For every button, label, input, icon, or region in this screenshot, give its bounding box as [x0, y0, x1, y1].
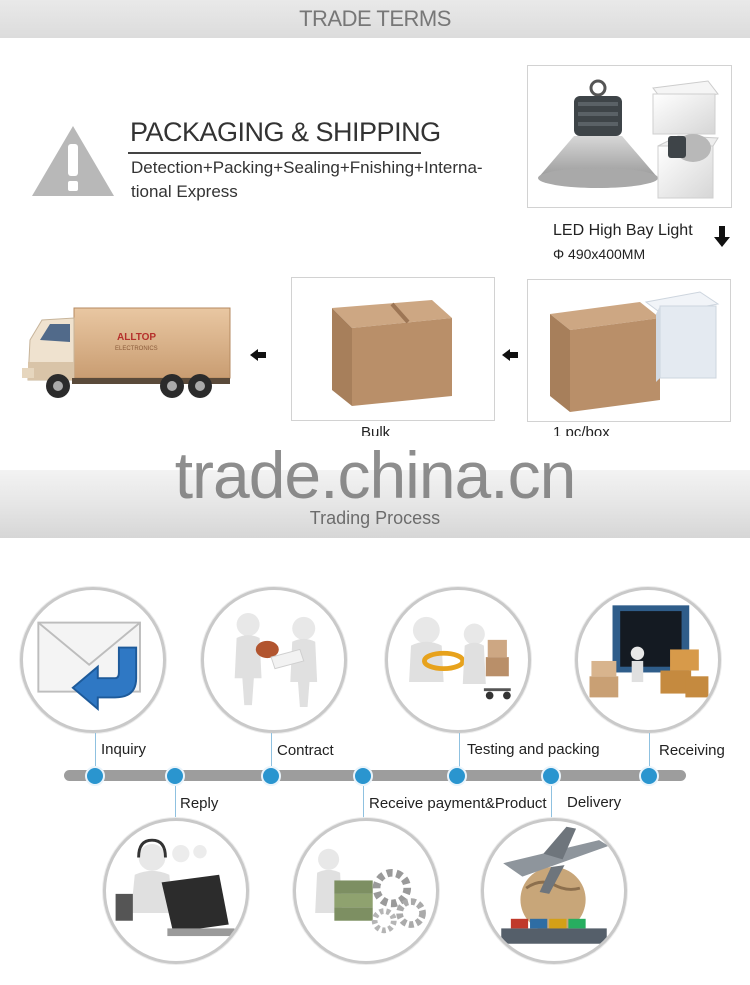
packaging-description: Detection+Packing+Sealing+Fnishing+Inter… — [131, 158, 483, 201]
contract-circle — [201, 587, 347, 733]
single-box-label: 1 pc/box — [553, 424, 610, 436]
testing-packing-circle — [385, 587, 531, 733]
packaging-title: PACKAGING & SHIPPING — [130, 117, 441, 147]
stem-contract — [271, 733, 272, 769]
truck-brand-subtext: ELECTRONICS — [115, 346, 158, 352]
led-light-photo — [527, 65, 732, 208]
step-label-inquiry: Inquiry — [101, 741, 147, 758]
step-label-receive-payment: Receive payment&Product — [369, 795, 547, 812]
arrow-left-icon — [502, 349, 518, 361]
contract-handover-icon — [234, 613, 318, 707]
step-label-receiving: Receiving — [659, 742, 725, 759]
inquiry-circle — [20, 587, 166, 733]
reply-circle — [103, 818, 249, 964]
step-label-contract: Contract — [277, 742, 334, 759]
timeline-node-receiving — [639, 766, 659, 786]
process-timeline — [64, 770, 686, 781]
stem-receive-payment — [363, 782, 364, 820]
call-center-icon — [115, 838, 235, 937]
warning-icon — [32, 126, 114, 196]
stem-testing — [459, 733, 460, 769]
watermark: trade.china.cn — [174, 438, 577, 512]
stem-delivery — [551, 782, 552, 820]
product-size: Φ 490x400MM — [553, 246, 646, 262]
container-warehouse-icon — [589, 605, 709, 698]
stem-receiving — [649, 733, 650, 769]
timeline-node-reply — [165, 766, 185, 786]
timeline-node-inquiry — [85, 766, 105, 786]
airplane-globe-icon — [501, 826, 609, 944]
product-name: LED High Bay Light — [553, 222, 693, 239]
step-label-reply: Reply — [180, 795, 219, 812]
stem-reply — [175, 782, 176, 820]
step-label-testing: Testing and packing — [467, 741, 600, 758]
timeline-node-delivery — [541, 766, 561, 786]
delivery-truck-illustration: ALLTOP ELECTRONICS — [22, 307, 231, 398]
timeline-node-receive-payment — [353, 766, 373, 786]
led-light-illustration — [538, 79, 719, 199]
arrow-down-icon — [714, 226, 730, 247]
delivery-circle — [481, 818, 627, 964]
arrow-left-icon — [250, 349, 266, 361]
trading-process-title: Trading Process — [309, 508, 441, 528]
step-label-delivery: Delivery — [567, 794, 622, 811]
timeline-node-contract — [261, 766, 281, 786]
bulk-label: Bulk — [361, 424, 391, 436]
truck-brand-text: ALLTOP — [117, 332, 156, 343]
single-carton-photo — [527, 279, 731, 422]
carton-foam-illustration — [550, 291, 720, 412]
trading-process-banner: Trading Process — [0, 470, 750, 538]
payment-circle — [293, 818, 439, 964]
money-gears-icon — [315, 848, 426, 934]
receiving-circle — [575, 587, 721, 733]
stem-inquiry — [95, 733, 96, 769]
timeline-node-testing — [447, 766, 467, 786]
packaging-title-underline — [128, 152, 421, 154]
bulk-carton-photo — [291, 277, 495, 421]
trade-terms-title: TRADE TERMS — [299, 6, 451, 31]
trade-terms-banner: TRADE TERMS — [0, 0, 750, 38]
envelope-reply-icon — [37, 621, 141, 711]
carton-box-illustration — [332, 300, 452, 406]
testing-magnifier-icon — [409, 616, 511, 700]
